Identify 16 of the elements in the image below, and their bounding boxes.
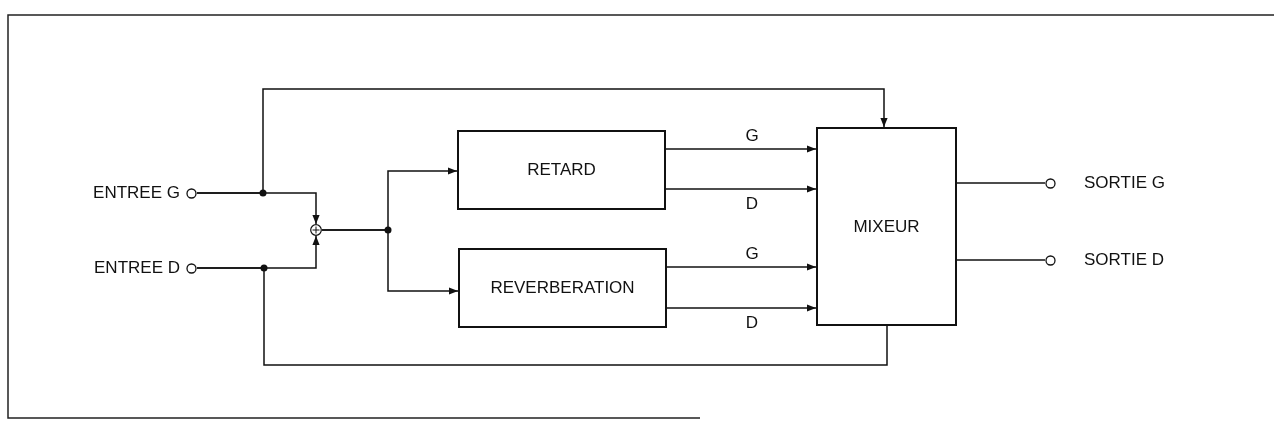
block-box: MIXEUR (816, 127, 957, 326)
connector-arrow (666, 304, 817, 312)
block-box: REVERBERATION (458, 248, 667, 328)
connector-arrow (321, 229, 459, 295)
connector-arrow (196, 88, 888, 194)
connector-arrow (665, 145, 817, 153)
terminal-label: SORTIE D (1084, 250, 1164, 270)
connector-arrow (665, 185, 817, 193)
terminal-label: ENTREE D (94, 258, 180, 278)
terminal-label: SORTIE G (1084, 173, 1165, 193)
summing-junction (310, 224, 322, 236)
block-box: RETARD (457, 130, 666, 210)
edge-label: G (743, 244, 761, 262)
edge-label: G (743, 126, 761, 144)
connector-arrow (666, 263, 817, 271)
terminal-label: ENTREE G (93, 183, 180, 203)
